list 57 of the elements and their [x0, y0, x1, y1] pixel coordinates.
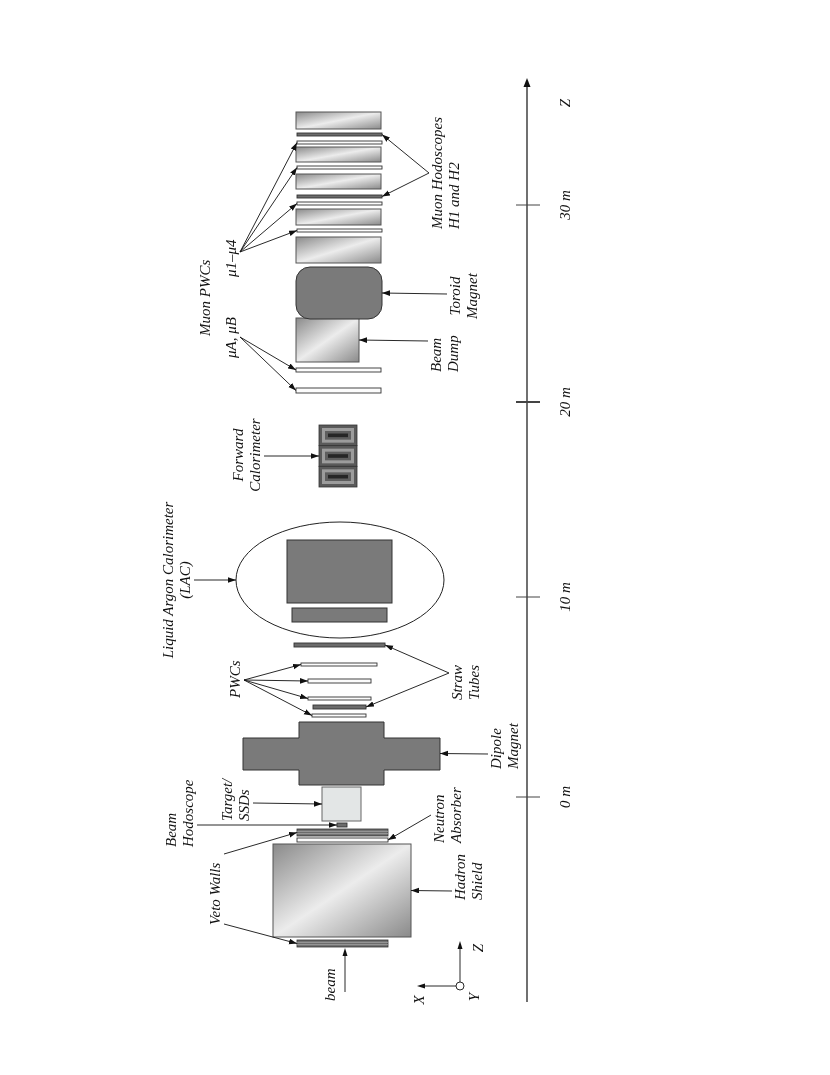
straw-tube-plane	[293, 642, 386, 648]
axis-label: Z	[470, 942, 487, 955]
hadron-shield	[272, 843, 412, 938]
absorber-block	[295, 208, 382, 226]
dipole-magnet	[242, 721, 441, 786]
beam-label: beam	[322, 967, 339, 1001]
pwc-plane	[311, 713, 367, 718]
muon-pwc-plane	[296, 228, 383, 233]
tick-label: 10 m	[557, 581, 574, 614]
part-label: Neutron Absorber	[431, 781, 465, 843]
part-label: μA, μB	[223, 312, 240, 358]
part-label: Liquid Argon Calorimeter (LAC)	[160, 496, 194, 664]
muon-pwc-plane	[296, 165, 383, 170]
muon-hodoscope-plane	[296, 132, 383, 137]
beam-dump	[295, 317, 360, 363]
part-label: Beam Dump	[428, 328, 462, 372]
forward-calorimeter	[318, 424, 358, 488]
part-label: Dipole Magnet	[488, 717, 522, 769]
pwc-plane	[307, 678, 372, 684]
absorber-block	[295, 236, 382, 264]
part-label: Beam Hodoscope	[163, 773, 197, 847]
toroid-magnet	[295, 266, 383, 320]
pwc-plane	[300, 662, 378, 667]
axis-label: Z	[557, 97, 574, 110]
part-label: Toroid Magnet	[447, 270, 481, 322]
part-label: Muon Hodoscopes H1 and H2	[429, 105, 463, 229]
part-label: Target/ SSDs	[219, 771, 253, 821]
target-box	[321, 786, 362, 822]
part-label: Forward Calorimeter	[230, 414, 264, 496]
tick-label: 20 m	[557, 386, 574, 419]
tick-label: 0 m	[557, 784, 574, 811]
part-label: Straw Tubes	[449, 656, 483, 700]
part-label: Veto Walls	[207, 853, 224, 925]
calorimeter-ellipse	[235, 521, 445, 639]
calorimeter-module	[291, 607, 388, 623]
hodoscope-strip	[336, 822, 348, 828]
part-label: Hadron Shield	[452, 848, 486, 900]
pwc-plane	[307, 696, 372, 701]
absorber-block	[295, 111, 382, 130]
axis-label: Y	[466, 990, 483, 1004]
absorber-block	[295, 146, 382, 163]
axis-label: X	[411, 994, 428, 1007]
muon-hodoscope-plane	[296, 194, 383, 199]
straw-tube-plane	[312, 704, 367, 710]
muon-pwc-plane	[295, 387, 382, 394]
muon-pwc-plane	[296, 201, 383, 206]
part-label: μ1–μ4	[223, 231, 240, 277]
neutron-absorber	[296, 837, 389, 843]
veto-wall	[296, 828, 389, 837]
muon-pwc-plane	[295, 367, 382, 373]
calorimeter-module	[286, 539, 393, 604]
veto-wall	[296, 939, 389, 948]
section-label: Muon PWCs	[197, 258, 214, 336]
tick-label: 30 m	[557, 189, 574, 222]
part-label: PWCs	[227, 656, 244, 698]
absorber-block	[295, 173, 382, 190]
muon-pwc-plane	[296, 140, 383, 145]
